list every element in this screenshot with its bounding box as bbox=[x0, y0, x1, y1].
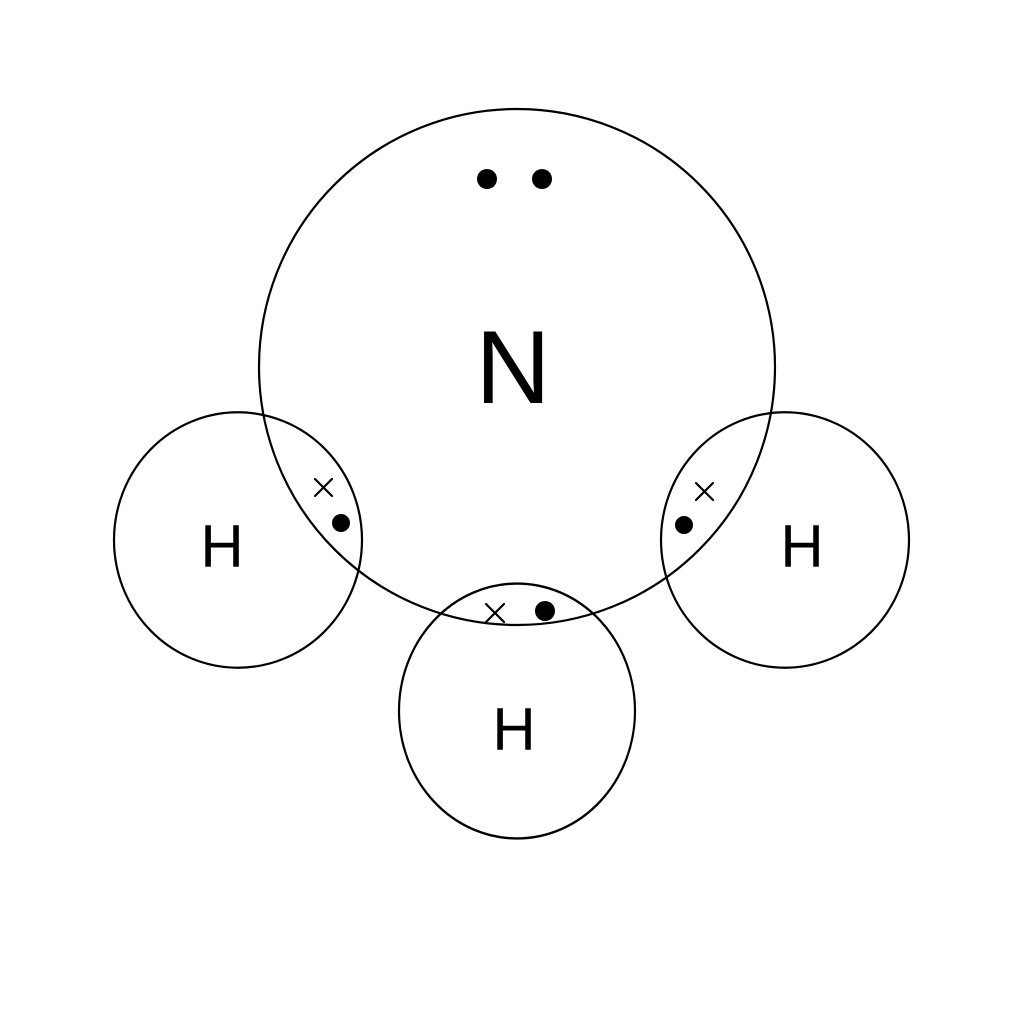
nitrogen-symbol: N bbox=[475, 310, 550, 426]
bond-bottom-nitrogen-electron-dot bbox=[535, 601, 555, 621]
hydrogen-left-symbol: H bbox=[200, 513, 243, 580]
bond-right-nitrogen-electron-dot bbox=[675, 516, 693, 534]
bond-bottom-hydrogen-electron-cross bbox=[484, 602, 506, 624]
bond-right-hydrogen-electron-cross bbox=[694, 481, 715, 502]
lone-pair-electron-2 bbox=[532, 169, 552, 189]
hydrogen-bottom-symbol: H bbox=[492, 696, 535, 763]
hydrogen-right-symbol: H bbox=[780, 513, 823, 580]
hydrogen-bottom-shell bbox=[397, 582, 637, 840]
lone-pair-electron-1 bbox=[477, 169, 497, 189]
hydrogen-left-shell bbox=[112, 411, 364, 669]
bond-left-nitrogen-electron-dot bbox=[332, 514, 350, 532]
nitrogen-shell bbox=[257, 107, 777, 627]
bond-left-hydrogen-electron-cross bbox=[313, 477, 334, 498]
hydrogen-right-shell bbox=[659, 411, 911, 669]
